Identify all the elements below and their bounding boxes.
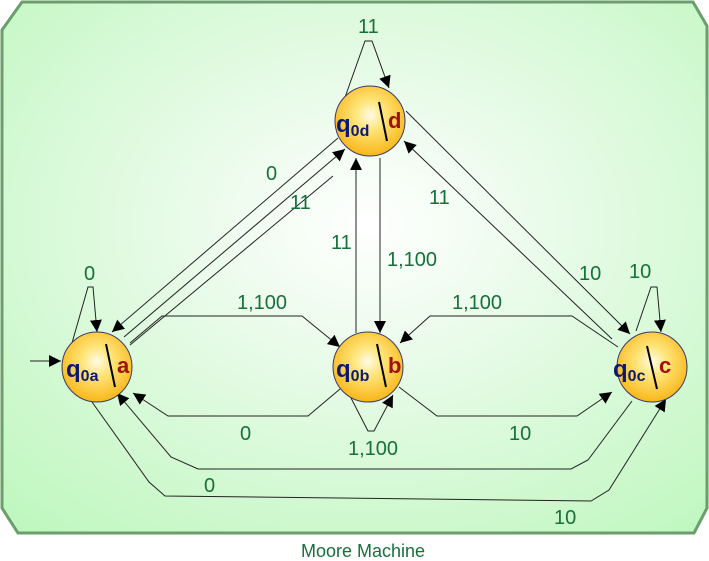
edge-d-d: [342, 40, 391, 104]
label-b-d: 11: [331, 232, 352, 254]
state-d[interactable]: q0d d: [334, 85, 406, 157]
diagram-caption: Moore Machine: [301, 541, 425, 561]
edge-a-d: [123, 148, 346, 338]
edge-c-b: [399, 315, 619, 348]
edge-b-c: [398, 386, 613, 417]
label-d-a: 0: [266, 163, 277, 185]
label-c-a: 0: [204, 475, 215, 497]
label-c-b: 1,100: [452, 292, 502, 314]
label-b-b: 1,100: [348, 438, 398, 460]
svg-text:d: d: [388, 108, 401, 133]
edge-b-b: [350, 394, 394, 432]
state-a[interactable]: q0a a: [61, 331, 133, 403]
label-a-a: 0: [84, 263, 95, 285]
svg-text:q0c: q0c: [613, 356, 646, 385]
state-b[interactable]: q0b b: [332, 331, 404, 403]
svg-text:q0a: q0a: [66, 356, 99, 385]
svg-text:q0b: q0b: [336, 356, 370, 385]
edge-d-a: [111, 137, 339, 333]
label-d-d: 11: [358, 16, 379, 38]
edge-c-a: [116, 392, 633, 470]
label-c-d: 11: [429, 187, 450, 209]
label-d-c: 10: [579, 263, 601, 285]
svg-text:q0d: q0d: [336, 111, 369, 140]
edge-b-a: [132, 388, 341, 417]
svg-text:c: c: [659, 353, 671, 378]
label-d-b: 1,100: [387, 249, 437, 271]
label-a-c: 10: [554, 507, 576, 529]
edge-c-c: [635, 286, 666, 333]
svg-text:a: a: [117, 353, 130, 378]
edge-a-a: [71, 286, 102, 344]
label-b-c: 10: [509, 423, 531, 445]
edge-d-c: [405, 110, 631, 335]
diagram-frame: [0, 0, 709, 535]
edge-a-b: [129, 315, 341, 348]
label-b-a: 0: [240, 423, 251, 445]
state-c[interactable]: q0c c: [613, 331, 688, 403]
label-a-b: 1,100: [237, 292, 287, 314]
label-a-d: 11: [290, 192, 311, 214]
edge-a-d-extra: [129, 175, 334, 346]
label-c-c: 10: [629, 261, 651, 283]
edge-c-d: [403, 140, 613, 340]
edge-a-c: [91, 398, 667, 502]
svg-text:b: b: [388, 353, 401, 378]
